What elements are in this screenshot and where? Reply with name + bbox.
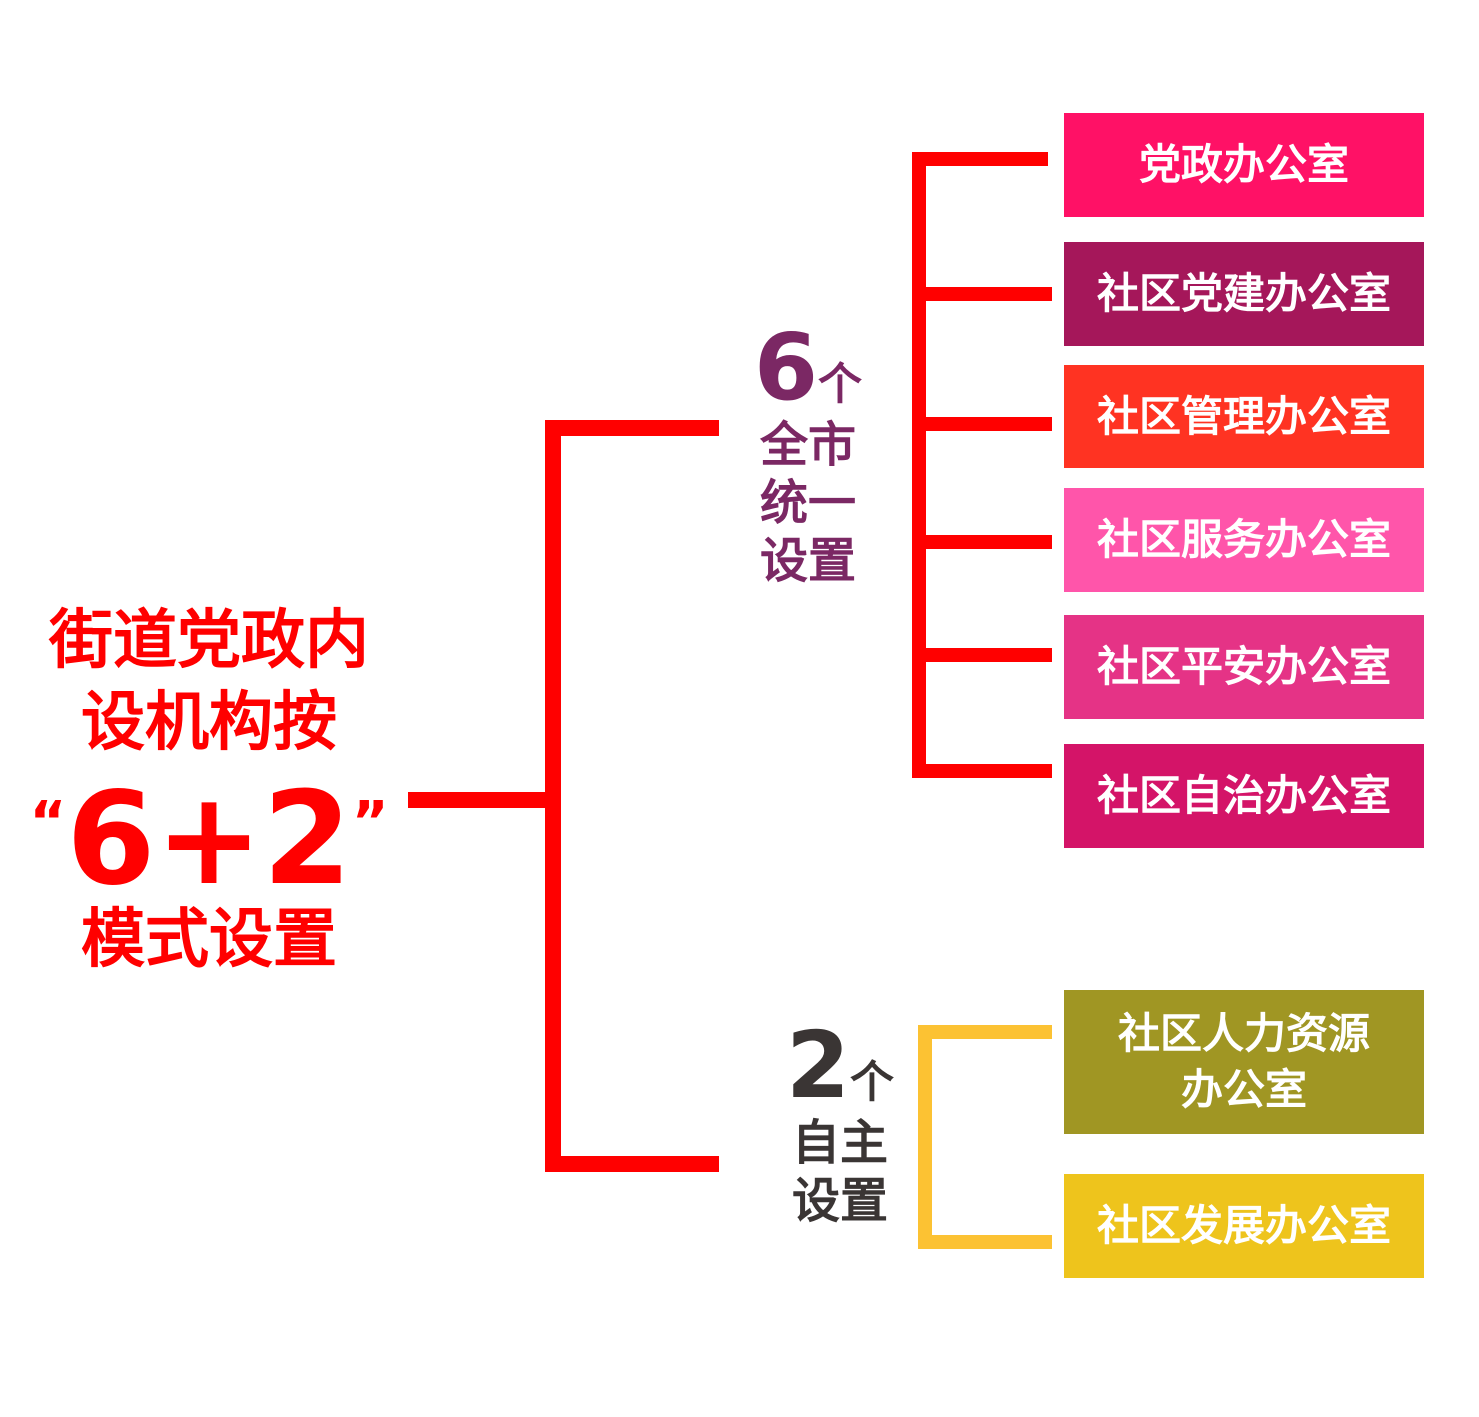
connector-unified-branch-3 (912, 417, 1052, 431)
office-label: 社区管理办公室 (1096, 391, 1391, 441)
office-party-admin: 党政办公室 (1064, 113, 1424, 217)
connector-unified-branch-2 (912, 287, 1052, 301)
group-unified-line-1: 全市 (759, 417, 856, 473)
office-label: 党政办公室 (1138, 140, 1349, 189)
group-unified-label: 6个 全市 统一 设置 (738, 320, 878, 590)
group-unified-line-3: 设置 (759, 533, 856, 589)
root-formula-text: 6+2 (66, 765, 352, 914)
connector-unified-branch-1 (912, 152, 1048, 166)
office-community-development: 社区发展办公室 (1064, 1174, 1424, 1278)
office-label-line-1: 社区人力资源 (1117, 1009, 1370, 1058)
group-unified-line-2: 统一 (759, 475, 856, 531)
office-community-party-building: 社区党建办公室 (1064, 242, 1424, 346)
root-title-line-2: 设机构按 (81, 686, 337, 760)
connector-custom-branch-1 (918, 1025, 1052, 1039)
connector-unified-branch-5 (912, 648, 1052, 662)
group-custom-unit: 个 (850, 1057, 894, 1108)
office-community-hr: 社区人力资源 办公室 (1064, 990, 1424, 1134)
root-title-line-4: 模式设置 (81, 903, 337, 977)
connector-unified-branch-6 (912, 764, 1052, 778)
connector-custom-branch-2 (918, 1235, 1052, 1249)
connector-main-bottom-branch (545, 1156, 719, 1172)
root-title: 街道党政内 设机构按 “6+2” 模式设置 (24, 600, 394, 981)
root-quote-close: ” (351, 790, 389, 855)
group-unified-number: 6 (753, 314, 818, 421)
root-title-line-1: 街道党政内 (49, 604, 369, 678)
root-formula: “6+2” (24, 764, 394, 904)
office-label: 社区党建办公室 (1096, 269, 1391, 318)
group-custom-number: 2 (785, 1012, 850, 1119)
office-community-management: 社区管理办公室 (1064, 365, 1424, 468)
office-label: 社区服务办公室 (1096, 515, 1391, 564)
connector-main-top-branch (545, 420, 719, 436)
office-label: 社区自治办公室 (1096, 771, 1391, 820)
connector-custom-vertical (918, 1025, 932, 1249)
office-community-safety: 社区平安办公室 (1064, 615, 1424, 719)
connector-unified-vertical (912, 152, 926, 778)
root-quote-open: “ (29, 790, 67, 855)
office-community-autonomy: 社区自治办公室 (1064, 744, 1424, 848)
group-custom-label: 2个 自主 设置 (770, 1018, 910, 1230)
office-label: 社区平安办公室 (1096, 642, 1391, 691)
connector-unified-branch-4 (912, 535, 1052, 549)
office-label-line-2: 办公室 (1180, 1065, 1307, 1114)
group-unified-unit: 个 (818, 359, 862, 410)
connector-main-vertical (545, 420, 561, 1172)
group-custom-line-1: 自主 (791, 1115, 888, 1171)
office-community-service: 社区服务办公室 (1064, 488, 1424, 592)
connector-root-stub (408, 792, 558, 808)
office-label: 社区发展办公室 (1096, 1201, 1391, 1250)
group-custom-line-2: 设置 (791, 1173, 888, 1229)
